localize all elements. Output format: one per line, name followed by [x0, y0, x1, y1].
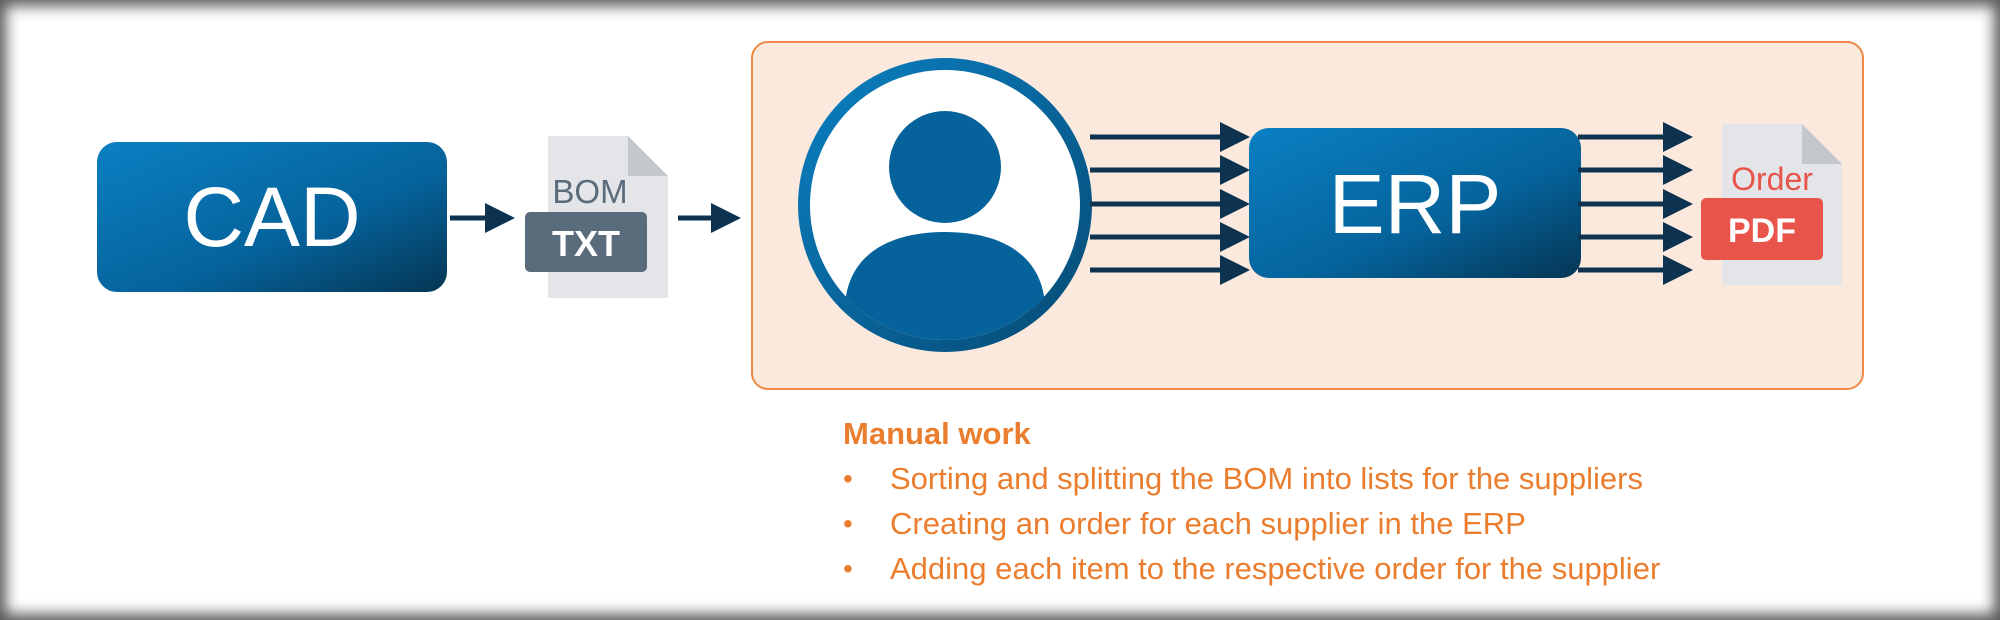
bullet-marker: • — [843, 553, 853, 584]
cad-label: CAD — [183, 170, 360, 264]
erp-box: ERP — [1249, 128, 1581, 278]
manual-work-list: • Sorting and splitting the BOM into lis… — [843, 456, 1943, 591]
list-item-text: Adding each item to the respective order… — [890, 551, 1661, 586]
cad-box: CAD — [97, 142, 447, 292]
order-file-icon: Order PDF — [1701, 124, 1842, 285]
manual-work-title: Manual work — [843, 416, 1031, 451]
list-item-text: Sorting and splitting the BOM into lists… — [890, 461, 1643, 496]
arrows-erp-to-order — [1578, 122, 1693, 285]
person-icon — [798, 58, 1092, 352]
list-item: • Creating an order for each supplier in… — [843, 501, 1943, 546]
txt-badge-label: TXT — [552, 223, 620, 264]
bom-label: BOM — [552, 173, 627, 210]
list-item-text: Creating an order for each supplier in t… — [890, 506, 1526, 541]
erp-label: ERP — [1329, 157, 1502, 251]
order-label: Order — [1731, 161, 1813, 197]
list-item: • Adding each item to the respective ord… — [843, 546, 1943, 591]
bullet-marker: • — [843, 508, 853, 539]
txt-badge — [525, 212, 647, 272]
bullet-marker: • — [843, 463, 853, 494]
pdf-badge — [1701, 198, 1823, 260]
bom-file-icon: BOM TXT — [525, 136, 668, 298]
pdf-badge-label: PDF — [1728, 212, 1796, 250]
manual-work-notes: Manual work • Sorting and splitting the … — [843, 412, 1943, 591]
arrows-person-to-erp — [1090, 122, 1250, 285]
list-item: • Sorting and splitting the BOM into lis… — [843, 456, 1943, 501]
